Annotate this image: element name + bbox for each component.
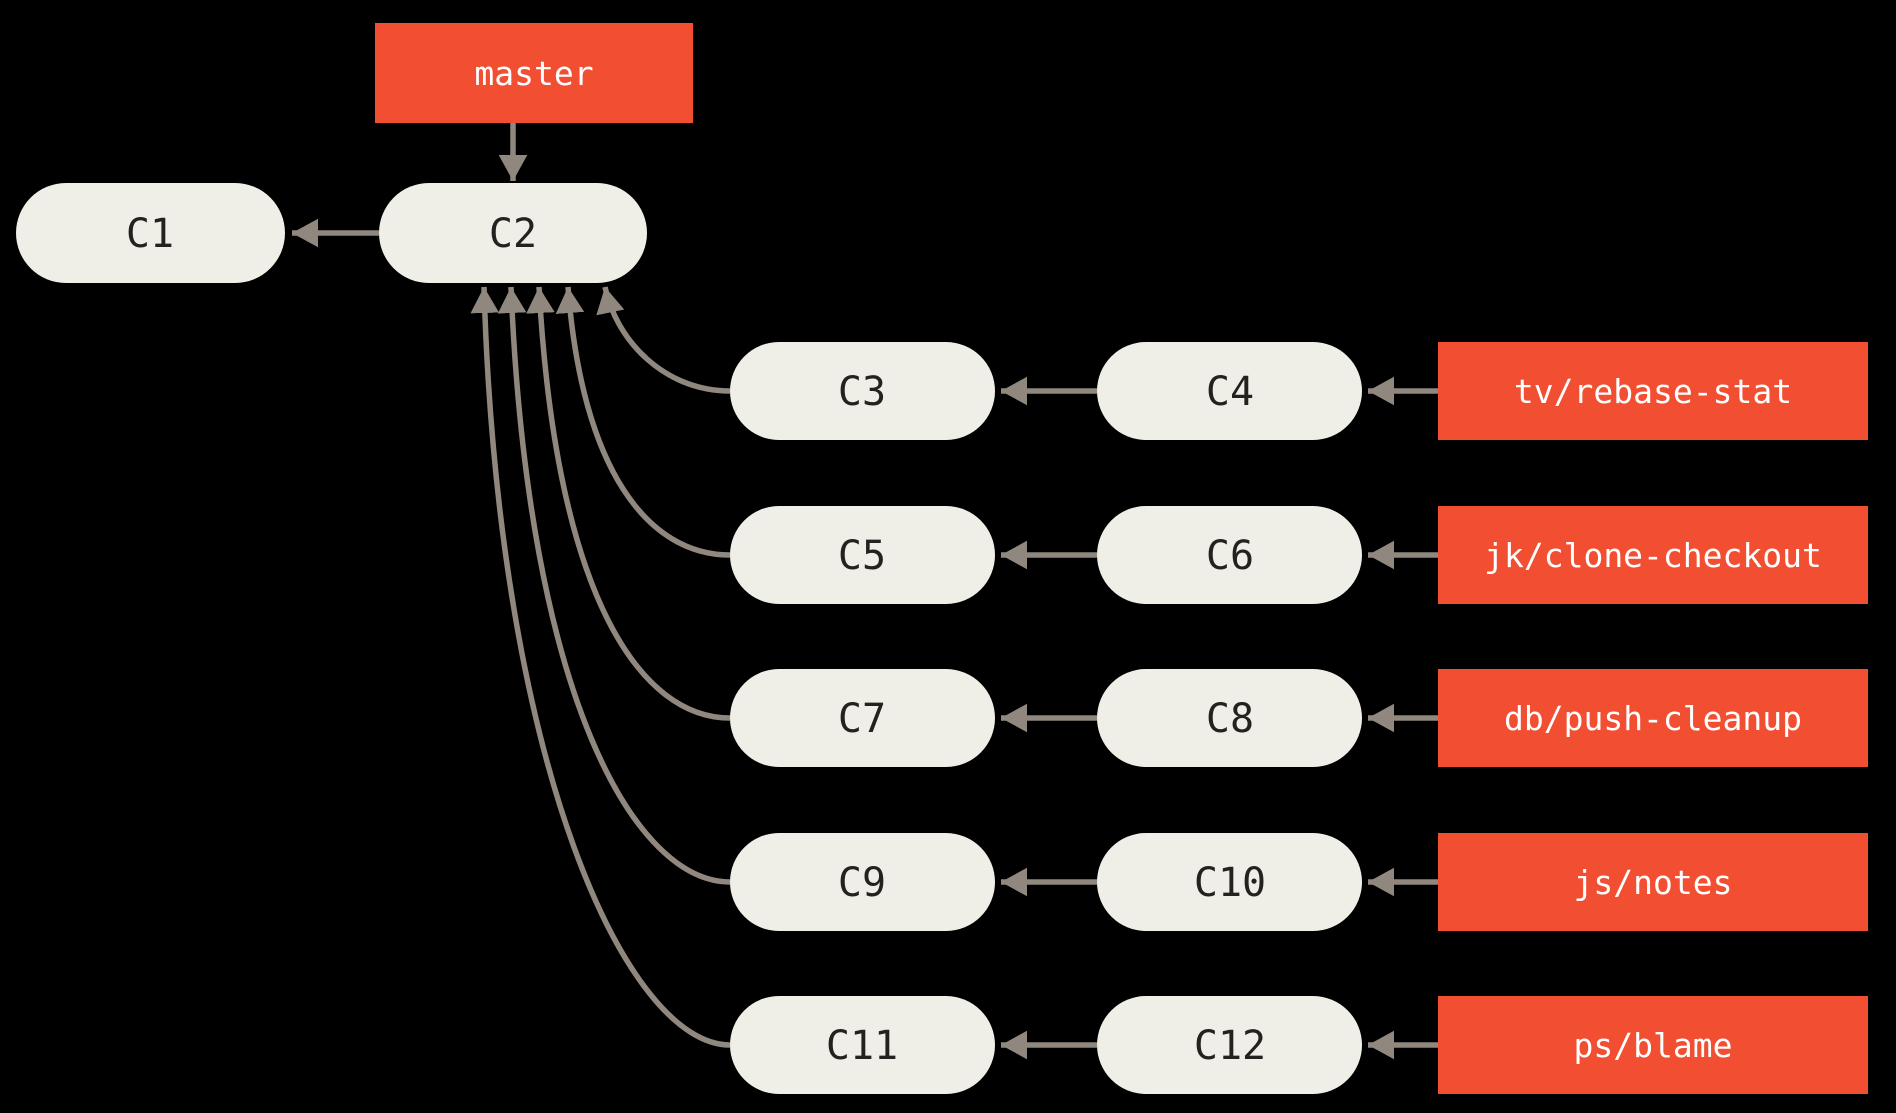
commit-node-row2-far (1097, 506, 1362, 604)
edge-row1-near-to-c2 (596, 286, 731, 394)
commit-node-row1-near (730, 342, 995, 440)
commit-label-c1: C1 (126, 211, 174, 257)
branch-label-row2-box (1438, 506, 1868, 604)
branch-head-label-master-box (375, 23, 693, 123)
branch-label-row4: js/notes (1574, 863, 1733, 902)
edge-row5-near-to-c2 (470, 286, 731, 1048)
branch-label-row1: tv/rebase-stat (1514, 372, 1792, 411)
commit-node-c2 (379, 183, 647, 283)
edge-row2-near-to-c2 (555, 286, 731, 558)
branch-head-label-master: master (474, 54, 593, 93)
commit-node-row5-far (1097, 996, 1362, 1094)
commit-node-row2-near (730, 506, 995, 604)
commit-label-row2-far: C6 (1206, 533, 1254, 579)
commit-label-row4-near: C9 (838, 860, 886, 906)
commit-label-row1-far: C4 (1206, 369, 1254, 415)
branch-label-row3-box (1438, 669, 1868, 767)
commit-node-row4-far (1097, 833, 1362, 931)
commit-node-row1-far (1097, 342, 1362, 440)
commit-node-row5-near (730, 996, 995, 1094)
commit-label-c2: C2 (489, 211, 537, 257)
edge-row4-near-to-c2 (497, 286, 731, 885)
branch-label-row4-box (1438, 833, 1868, 931)
branch-label-row1-box (1438, 342, 1868, 440)
commit-node-row4-near (730, 833, 995, 931)
commit-label-row3-near: C7 (838, 696, 886, 742)
commit-label-row3-far: C8 (1206, 696, 1254, 742)
commit-node-row3-far (1097, 669, 1362, 767)
commit-label-row4-far: C10 (1194, 860, 1266, 906)
branch-label-row5: ps/blame (1574, 1026, 1733, 1065)
edge-row3-near-to-c2 (526, 286, 731, 721)
commit-label-row2-near: C5 (838, 533, 886, 579)
branch-label-row5-box (1438, 996, 1868, 1094)
commit-node-c1 (16, 183, 285, 283)
branch-label-row2: jk/clone-checkout (1484, 536, 1822, 575)
commit-label-row5-far: C12 (1194, 1023, 1266, 1069)
commit-node-row3-near (730, 669, 995, 767)
commit-label-row5-near: C11 (826, 1023, 898, 1069)
commit-label-row1-near: C3 (838, 369, 886, 415)
branch-label-row3: db/push-cleanup (1504, 699, 1802, 738)
